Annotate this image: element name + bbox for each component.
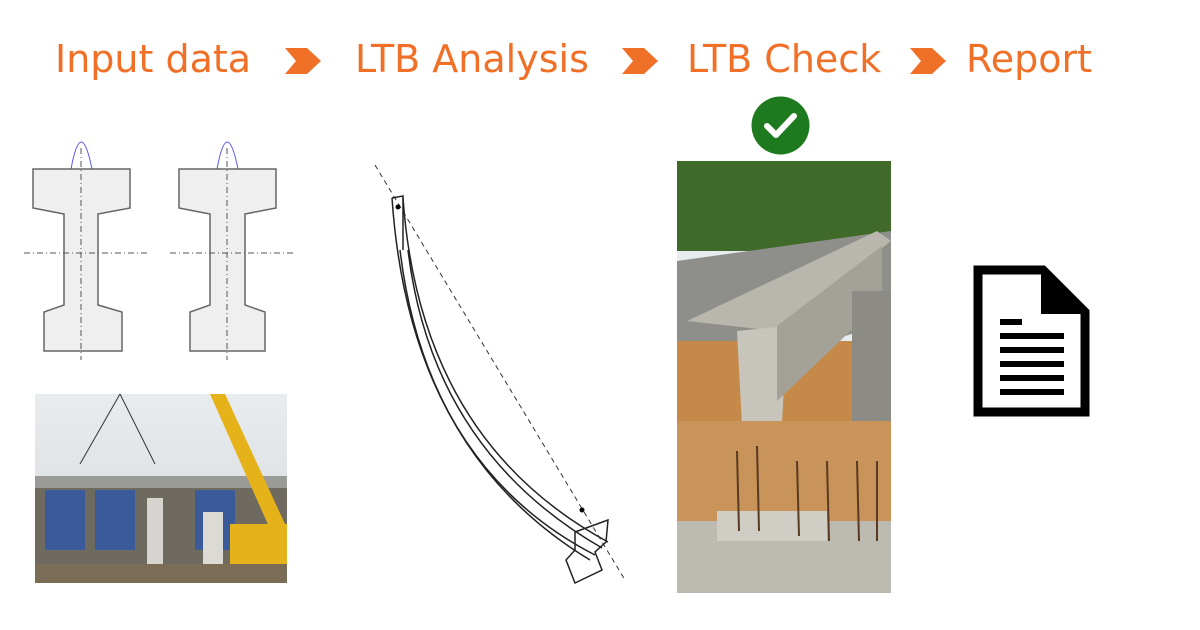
document-icon bbox=[973, 265, 1090, 417]
step-input-data: Input data bbox=[55, 37, 252, 81]
check-circle-icon bbox=[751, 96, 810, 155]
cross-section-left bbox=[24, 141, 150, 360]
step-ltb-check: LTB Check bbox=[687, 37, 882, 81]
bridge-girder-photo bbox=[677, 161, 891, 593]
i-beam-cross-sections bbox=[24, 141, 296, 360]
chevron-right-icon bbox=[910, 48, 946, 74]
lateral-torsional-buckling-beam-diagram bbox=[374, 164, 626, 585]
step-ltb-analysis: LTB Analysis bbox=[355, 37, 589, 81]
chevron-right-icon bbox=[622, 48, 658, 74]
step-report: Report bbox=[966, 37, 1092, 81]
chevron-right-icon bbox=[285, 48, 321, 74]
crane-lifting-beam-photo bbox=[35, 394, 287, 583]
cross-section-right bbox=[170, 141, 296, 360]
